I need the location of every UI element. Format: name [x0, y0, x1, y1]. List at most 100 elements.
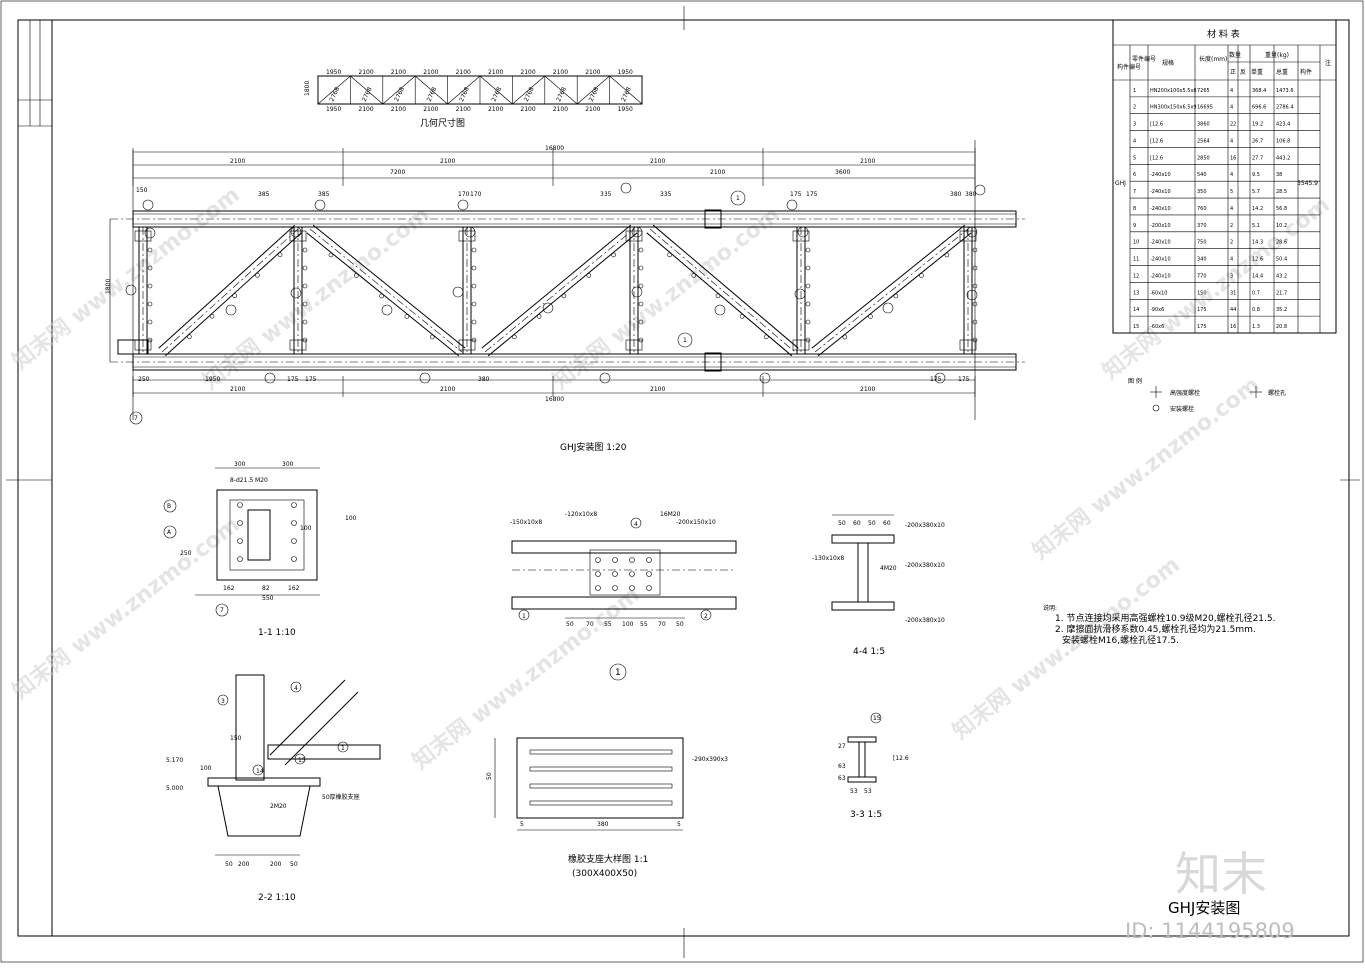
bolt-mark: [972, 337, 978, 343]
subheader-unit: 单重: [1251, 68, 1263, 76]
note-2: 2. 摩擦面抗滑移系数0.45,螺栓孔径均为21.5mm.: [1055, 623, 1256, 635]
sec11-dim: 250: [180, 550, 192, 557]
part-callout-bubble: [974, 184, 986, 196]
table-cell: 175: [1197, 307, 1207, 313]
bolt-mark: [805, 301, 811, 307]
svg-text:知末网 www.znzmo.com: 知末网 www.znzmo.com: [548, 202, 785, 395]
geometry-height: 1800: [304, 81, 311, 96]
table-cell: 7: [1133, 189, 1136, 195]
notes: 说明: 1. 节点连接均采用高强螺栓10.9级M20,螺栓孔径21.5. 2. …: [1043, 604, 1275, 646]
header-spec: 规格: [1162, 59, 1174, 67]
table-cell: 106.8: [1276, 138, 1290, 144]
truss-elevation: GHJ安装图 1:20 16800 16800 1800 150 7200 21…: [105, 140, 1025, 453]
table-title: 材 料 表: [1207, 28, 1240, 40]
part-callout-bubble: [464, 226, 476, 238]
bolt-mark: [404, 314, 410, 319]
table-cell: [12.6: [1150, 155, 1163, 161]
geo-diagonal-dim: 2768: [588, 86, 601, 103]
bolt-mark: [471, 247, 477, 253]
bolt-mark: [237, 556, 243, 562]
rubber-steel-layer: [529, 766, 673, 772]
bolt-mark: [302, 337, 308, 343]
table-cell: 350: [1197, 189, 1207, 195]
table-cell: 5.7: [1252, 189, 1260, 195]
table-cell: -60x6: [1150, 324, 1164, 330]
geo-diagonal-dim: 2768: [458, 86, 471, 103]
geometry-diagram-title: 几何尺寸图: [420, 117, 465, 129]
diagonal-centerline: [814, 228, 969, 353]
sec11-axis-b: B: [167, 503, 171, 510]
part-callout-bubble: [786, 199, 798, 211]
end-dim: 150: [136, 187, 148, 194]
sec44-plate-d: -200x380x10: [905, 617, 945, 624]
sec33-dim: 63: [838, 775, 846, 782]
table-cell: 0.8: [1252, 307, 1260, 313]
sec22-title: 2-2 1:10: [258, 893, 296, 903]
bolt-mark: [595, 585, 601, 591]
bolt-mark: [511, 334, 517, 340]
bottom-small-dim: 175: [305, 376, 317, 383]
truss-height: 1800: [105, 279, 112, 294]
bolt-mark: [638, 247, 644, 253]
subheader-pos: 正: [1230, 69, 1236, 76]
table-cell: 5.1: [1252, 223, 1260, 229]
table-cell: 16: [1230, 155, 1236, 161]
panel-dim-top: 2100: [860, 158, 875, 165]
part-callout-bubble: [797, 226, 809, 238]
bolt-mark: [471, 283, 477, 289]
bolt-mark: [561, 293, 567, 299]
legend-install-bolt: 安装螺栓: [1170, 405, 1194, 413]
bolt-mark: [471, 265, 477, 271]
sub-dim-2: 2100: [710, 169, 725, 176]
bolt-mark: [237, 538, 243, 544]
bolt-mark: [353, 273, 359, 278]
bolt-mark: [232, 293, 237, 298]
bolt-mark: [471, 301, 477, 307]
part-callout-bubble: [518, 609, 530, 621]
vertical-gusset: [458, 339, 476, 351]
bolt-mark: [805, 283, 811, 289]
bolt-mark: [147, 337, 153, 343]
bolt-mark: [471, 319, 477, 325]
bolt-mark: [629, 585, 635, 591]
table-cell: 56.8: [1276, 206, 1287, 212]
note-3: 安装螺栓M16,螺栓孔径17.5.: [1062, 634, 1179, 646]
svg-text:知末网 www.znzmo.com: 知末网 www.znzmo.com: [1098, 192, 1335, 385]
bolt-mark: [277, 252, 283, 257]
geo-diagonal: [609, 75, 643, 105]
watermarks: 知末网 www.znzmo.com 知末网 www.znzmo.com 知末网 …: [8, 182, 1335, 775]
bolt-mark: [595, 557, 601, 563]
rubber-subtitle: (300X400X50): [572, 869, 637, 879]
bolt-mark: [805, 265, 811, 271]
truss-diagonal: [652, 224, 799, 349]
table-cell: 12.6: [1252, 257, 1263, 263]
bolt-mark: [302, 301, 308, 307]
panel-dim-top: 2100: [230, 158, 245, 165]
part-callout-bubble: [144, 227, 156, 239]
geo-bottom-dim: 2100: [553, 106, 568, 113]
truss-diagonal: [811, 224, 966, 349]
panel-dim-bottom: 2100: [440, 386, 455, 393]
bolt-mark: [302, 265, 308, 271]
geo-diagonal: [512, 75, 545, 105]
bolt-mark: [302, 283, 308, 289]
svg-text:知末网 www.znzmo.com: 知末网 www.znzmo.com: [198, 202, 435, 395]
sec11-dim: 100: [300, 525, 312, 532]
bolt-mark: [805, 337, 811, 343]
part-callout-bubble: [882, 302, 894, 314]
table-cell: 9: [1133, 223, 1136, 229]
bolt-mark: [147, 319, 153, 325]
rubber-title: 橡胶支座大样图 1:1: [568, 853, 648, 865]
node-part-label: 4: [634, 521, 638, 528]
geo-diagonal: [317, 75, 351, 105]
sec11-dim-300a: 300: [234, 461, 246, 468]
part-callout-bubble: [759, 372, 771, 384]
member-total: 3545.9: [1297, 180, 1318, 187]
brand-logo: 知末: [1175, 847, 1267, 901]
table-cell: -90x6: [1150, 307, 1164, 313]
part-callout-bubble: [966, 289, 978, 301]
section-1-1: 300 300 550 8-d21.5 M20 B A 7 1-1 1:10 1…: [163, 461, 357, 638]
small-dim: 335: [660, 191, 672, 198]
part-callout-bubble: [294, 753, 306, 765]
bolt-mark: [972, 265, 978, 271]
